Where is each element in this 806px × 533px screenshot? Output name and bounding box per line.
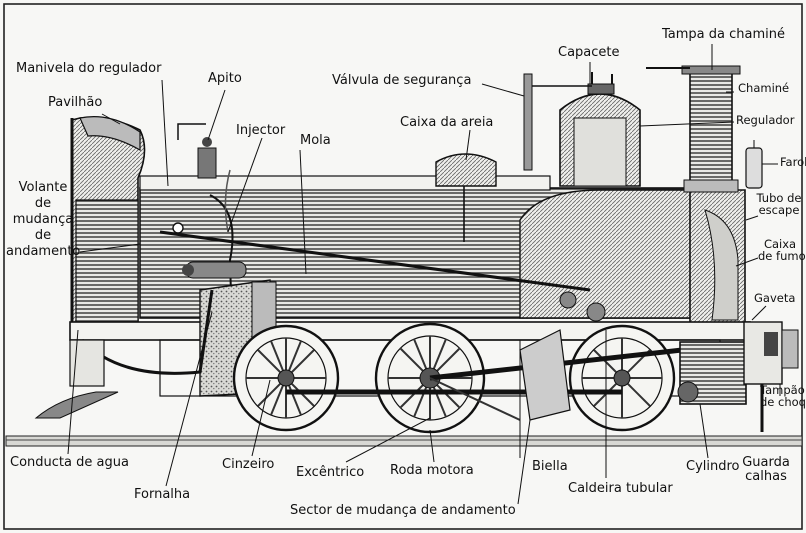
label-caldeira-tubular: Caldeira tubular [568,481,673,496]
label-volante-line: mudança [12,212,74,227]
label-guarda-calhas-line: calhas [745,468,787,484]
label-conducta-agua: Conducta de agua [10,455,129,470]
label-capacete: Capacete [558,45,620,60]
label-volante-line: de [34,228,52,243]
label-tubo-escape-line: Tubo de [756,191,802,205]
lamp [745,140,763,189]
label-guarda-calhas: Guarda calhas [740,456,792,483]
label-roda-motora: Roda motora [390,463,474,478]
label-chamine: Chaminé [738,81,790,95]
label-volante-line: de [34,196,52,211]
label-tampa-chamine: Tampa da chaminé [662,27,785,42]
label-tampao-choque-line: de choque [760,395,806,410]
label-valvula-seguranca: Válvula de segurança [332,73,472,88]
label-biella: Biella [532,459,568,474]
label-caixa-fumo: Caixa de fumo [758,237,806,264]
sand-box [435,153,497,242]
label-cinzeiro: Cinzeiro [222,457,275,472]
label-apito: Apito [208,71,242,86]
coupling-rods [286,291,701,421]
label-fornalha: Fornalha [134,487,191,502]
wheel-rear [232,324,340,432]
injector-unit [182,261,247,279]
label-volante-line: Volante [18,180,68,195]
front-buffer [743,321,799,385]
label-injector: Injector [236,123,286,138]
label-gaveta: Gaveta [754,291,796,305]
label-excentrico: Excêntrico [296,465,365,480]
label-volante: Volante de mudança de andamento [6,180,80,260]
label-sector-mudanca: Sector de mudança de andamento [290,503,516,518]
label-regulador: Regulador [736,113,795,127]
steam-dome [559,72,641,187]
label-farol: Farol [780,155,806,169]
label-manivela-regulador: Manivela do regulador [16,61,162,76]
leader-lines [67,44,781,505]
frame-border [3,3,803,530]
safety-valve [523,73,592,171]
track [5,435,803,447]
label-caixa-areia: Caixa da areia [400,115,494,130]
label-mola: Mola [300,133,331,148]
smokebox [689,189,746,331]
label-caixa-fumo-line: Caixa [763,237,797,251]
cylinder [677,341,747,405]
label-tubo-escape-line: escape [758,203,800,218]
label-cylindro: Cylindro [686,459,740,474]
label-tubo-escape: Tubo de escape [756,192,802,216]
label-tampao-choque-line: Tampão [760,383,805,397]
label-caixa-fumo-line: de fumo [758,249,806,264]
label-guarda-calhas-line: Guarda [742,455,790,470]
cab [70,116,146,330]
label-pavilhao: Pavilhão [48,95,103,110]
chimney [646,65,741,193]
label-tampao-choque: Tampão de choque [760,383,806,410]
whistle [197,137,217,179]
wheel-front [568,324,676,432]
label-volante-line: andamento [6,244,81,259]
water-conduit-end [34,391,119,419]
